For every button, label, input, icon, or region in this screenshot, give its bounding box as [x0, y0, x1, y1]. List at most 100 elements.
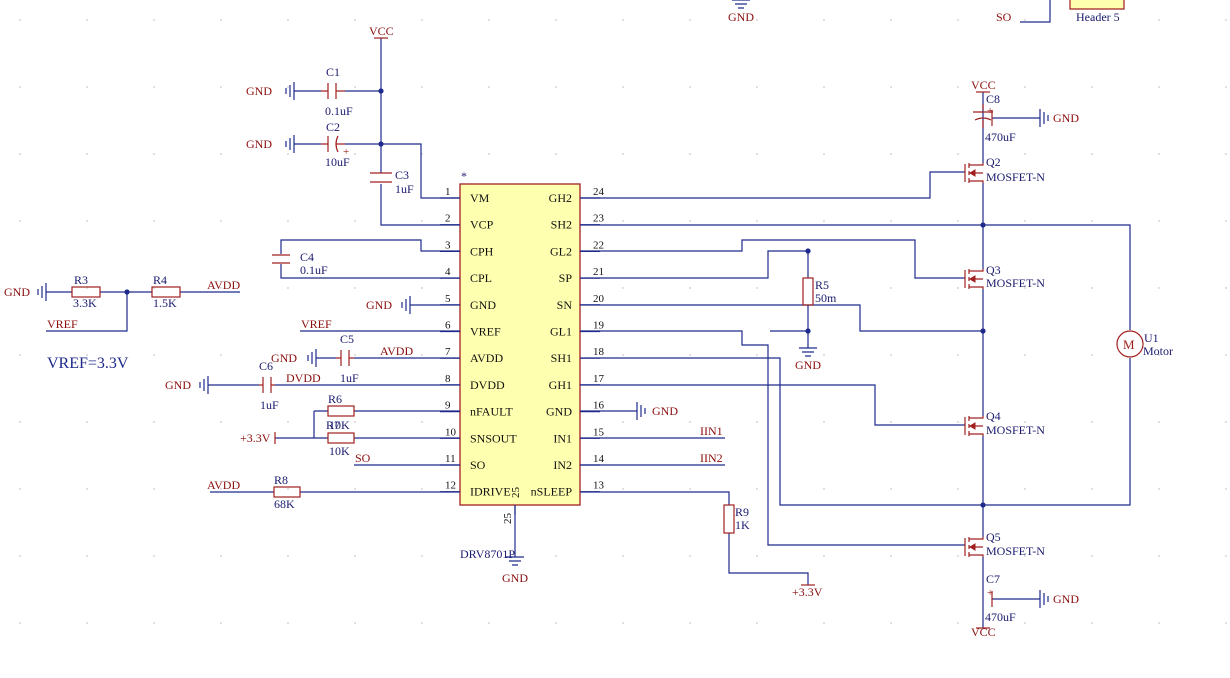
header-5-connector[interactable]: Header 5 [1069, 0, 1125, 24]
q3-value: MOSFET-N [986, 276, 1045, 290]
capacitor-c2[interactable]: + C2 10uF [321, 120, 350, 169]
net-so-pin11[interactable]: SO [355, 451, 371, 465]
vcc-q2[interactable]: VCC [971, 78, 996, 93]
gnd-top[interactable]: GND [728, 0, 754, 24]
capacitor-c8[interactable]: + C8 470uF [973, 92, 1016, 144]
chip-pin-number: 4 [445, 266, 451, 278]
gnd-c5[interactable]: GND [271, 349, 317, 367]
resistor-r3[interactable]: R3 3.3K [71, 273, 101, 310]
chip-pin-number: 15 [593, 426, 605, 438]
gnd-c7[interactable]: GND [1039, 590, 1079, 608]
capacitor-c1[interactable]: C1 0.1uF [321, 65, 353, 118]
net-3v3-left[interactable]: +3.3V [240, 431, 276, 445]
chip-pin-name: GH2 [549, 191, 572, 205]
c7-ref: C7 [986, 572, 1000, 586]
gnd-c8[interactable]: GND [1039, 109, 1079, 127]
vcc-top[interactable]: VCC [369, 24, 394, 39]
c2-plus: + [343, 146, 349, 158]
chip-pin-number: 14 [593, 453, 605, 465]
vcc-symbols: VCC VCC VCC [369, 24, 996, 639]
c7-plus: + [987, 587, 993, 599]
mosfet-q4[interactable]: Q4 MOSFET-N [964, 409, 1045, 437]
c2-ref: C2 [326, 120, 340, 134]
resistor-r5[interactable]: R5 50m [802, 277, 837, 306]
motor-u1[interactable]: M U1 Motor [1116, 330, 1173, 358]
chip-pin-number: 11 [445, 453, 456, 465]
gnd-c1[interactable]: GND [246, 82, 295, 100]
r6-value: 10K [329, 418, 350, 432]
net-vref-pin6[interactable]: VREF [301, 317, 332, 331]
gnd-bars [37, 283, 47, 301]
chip-pin-number: 12 [445, 480, 456, 492]
chip-pin-name: GND [470, 298, 496, 312]
resistor-r4[interactable]: R4 1.5K [151, 273, 181, 310]
mosfets: Q2 MOSFET-N Q3 MOSFET-N Q4 MOSFET-N Q5 M… [964, 155, 1045, 558]
mosfet-q2[interactable]: Q2 MOSFET-N [964, 155, 1045, 184]
resistor-r9[interactable]: R9 1K [723, 504, 750, 534]
net-iin1[interactable]: IIN1 [700, 424, 723, 438]
gnd-r3[interactable]: GND [4, 283, 47, 301]
mosfet-q5[interactable]: Q5 MOSFET-N [964, 530, 1045, 558]
chip-pin-number: 1 [445, 186, 451, 198]
resistor-r7[interactable]: R7 10K [326, 418, 355, 458]
capacitor-c6[interactable]: C6 1uF [259, 359, 279, 412]
net-avdd-pin7[interactable]: AVDD [380, 344, 413, 358]
gnd-pin5[interactable]: GND [366, 296, 411, 314]
net-avdd-divider[interactable]: AVDD [207, 278, 240, 292]
gnd-r5[interactable]: GND [795, 347, 821, 372]
gnd-bars [1039, 109, 1049, 127]
resistor-r8[interactable]: R8 68K [273, 473, 301, 511]
net-iin2[interactable]: IIN2 [700, 451, 723, 465]
net-dvdd-pin8[interactable]: DVDD [286, 371, 321, 385]
gnd-pin16[interactable]: GND [636, 402, 678, 420]
net-3v3-r9-label: +3.3V [792, 585, 823, 599]
capacitor-c3[interactable]: C3 1uF [370, 168, 414, 196]
q2-ref: Q2 [986, 155, 1001, 169]
chip-pin-number: 18 [593, 346, 605, 358]
net-avdd-r8[interactable]: AVDD [207, 478, 240, 492]
net-3v3-r9[interactable]: +3.3V [792, 584, 823, 599]
net-so-header[interactable]: SO [996, 10, 1012, 24]
gnd-c6[interactable]: GND [165, 376, 209, 394]
capacitor-c4[interactable]: C4 0.1uF [272, 250, 328, 277]
gnd-pin16-label: GND [652, 404, 678, 418]
q2-value: MOSFET-N [986, 170, 1045, 184]
resistor-r6[interactable]: R6 10K [327, 392, 355, 432]
gnd-c2[interactable]: GND [246, 135, 295, 153]
vcc-bottom[interactable]: VCC [971, 625, 996, 639]
chip-pin-name: SN [557, 298, 573, 312]
gnd-bars [1039, 590, 1049, 608]
gnd-bars [199, 376, 209, 394]
capacitor-c7[interactable]: + C7 470uF [985, 572, 1016, 624]
gnd-chip[interactable]: GND [502, 556, 528, 585]
mosfet-q3[interactable]: Q3 MOSFET-N [964, 263, 1045, 290]
capacitor-c5[interactable]: C5 1uF [336, 332, 359, 385]
net-vref-divider[interactable]: VREF [47, 317, 78, 331]
